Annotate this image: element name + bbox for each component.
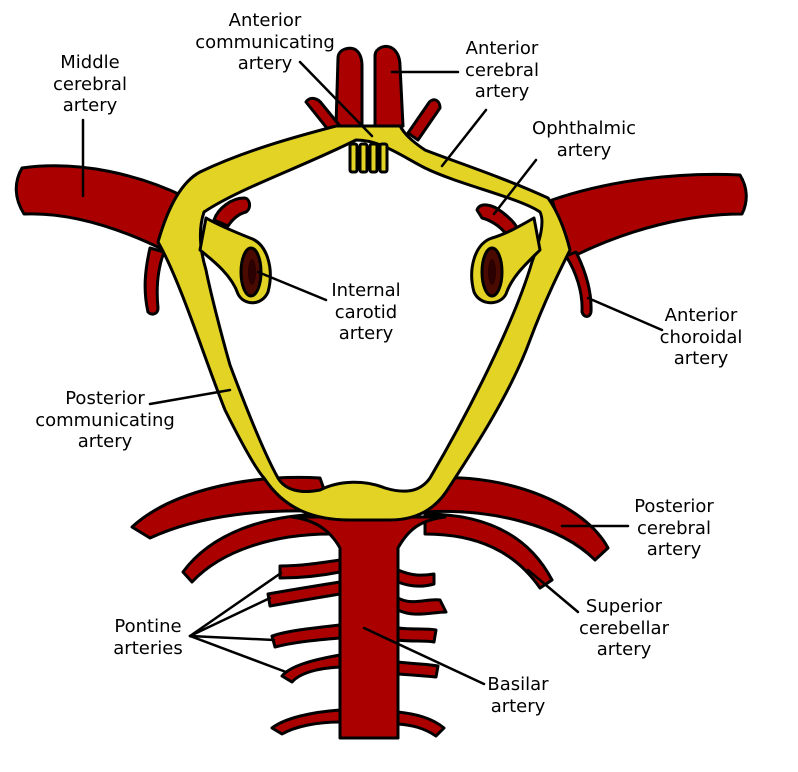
leader-pontine-3 [188,634,276,642]
label-line: Anterior [228,10,302,31]
label-line: communicating [35,409,175,431]
label-line: artery [596,639,652,660]
label-line: Pontine [114,616,182,637]
label-line: artery [490,695,546,717]
pontine-branch-right-4 [396,660,440,679]
leader-internal-carotid [256,270,328,302]
label-line: Posterior [634,496,714,517]
label-pontine-arteries: Pontine arteries [104,616,192,659]
right-middle-cerebral-artery [550,172,748,260]
left-anterior-side-branch [304,96,342,134]
pontine-branch-left-2 [266,580,342,608]
label-internal-carotid-artery: Internal carotid artery [320,280,412,345]
right-anterior-cerebral-artery [373,44,405,128]
label-basilar-artery: Basilar artery [476,674,560,717]
anterior-communicating-perforators [348,142,389,174]
label-line: communicating [195,31,335,53]
label-superior-cerebellar-artery: Superior cerebellar artery [568,596,680,661]
leader-superior-cerebellar [526,568,580,614]
label-line: Ophthalmic [532,118,636,139]
leader-posterior-communicating [148,388,232,406]
basilar-artery-trunk [290,515,447,740]
right-anterior-choroidal-artery [564,250,593,318]
pontine-branch-left-4 [280,653,342,684]
leader-ophthalmic [492,158,538,216]
leader-pontine-4 [188,634,288,674]
left-internal-carotid-lumen-inner [248,259,256,285]
label-posterior-communicating-artery: Posterior communicating artery [28,388,182,453]
label-line: Anterior [664,305,738,326]
label-line: carotid [334,301,398,323]
pontine-branch-right-2 [396,596,448,616]
label-line: artery [77,431,133,452]
right-ophthalmic-artery [475,203,520,236]
label-line: artery [646,539,702,560]
leader-pontine-1 [188,571,283,638]
leader-lines [81,60,664,686]
label-anterior-choroidal-artery: Anterior choroidal artery [648,305,754,370]
leader-anterior-cerebral-2 [440,108,488,168]
right-anterior-side-branch [406,98,442,142]
label-line: cerebral [53,73,127,95]
label-line: Anterior [465,38,539,59]
label-line: artery [338,323,394,344]
label-middle-cerebral-artery: Middle cerebral artery [40,52,140,117]
label-anterior-cerebral-artery: Anterior cerebral artery [452,38,552,103]
pontine-branch-left-3 [270,623,342,649]
label-line: choroidal [659,326,743,348]
label-line: Superior [585,596,663,617]
right-posterior-cerebral-artery [423,476,610,562]
label-line: artery [474,81,530,102]
left-middle-cerebral-artery [14,164,187,254]
label-posterior-cerebral-artery: Posterior cerebral artery [622,496,726,561]
label-line: Middle [60,52,120,73]
label-anterior-communicating-artery: Anterior communicating artery [190,10,340,75]
label-line: arteries [113,637,183,659]
leader-anterior-communicating [298,60,374,138]
left-ophthalmic-artery [212,196,252,228]
pontine-branch-left-1 [278,558,342,580]
leader-pontine-2 [188,596,272,638]
pontine-branch-right-5 [396,710,446,738]
label-line: cerebral [465,59,539,81]
label-line: artery [673,348,729,369]
leader-anterior-choroidal [586,296,664,332]
label-line: Internal [331,280,401,301]
leader-basilar [362,626,486,686]
label-line: Basilar [487,674,549,695]
circle-of-willis-ring [156,124,572,522]
label-line: artery [62,95,118,116]
label-line: cerebral [637,517,711,539]
label-ophthalmic-artery: Ophthalmic artery [520,118,648,161]
label-line: Posterior [65,388,145,409]
pontine-branch-right-1 [396,568,436,588]
pontine-branch-left-5 [270,708,342,736]
right-internal-carotid-lumen-inner [488,259,496,285]
pontine-branch-right-3 [396,626,438,644]
left-anterior-choroidal-artery [143,246,166,316]
label-line: artery [556,139,612,161]
label-line: cerebellar [579,617,669,639]
label-line: artery [237,53,293,74]
